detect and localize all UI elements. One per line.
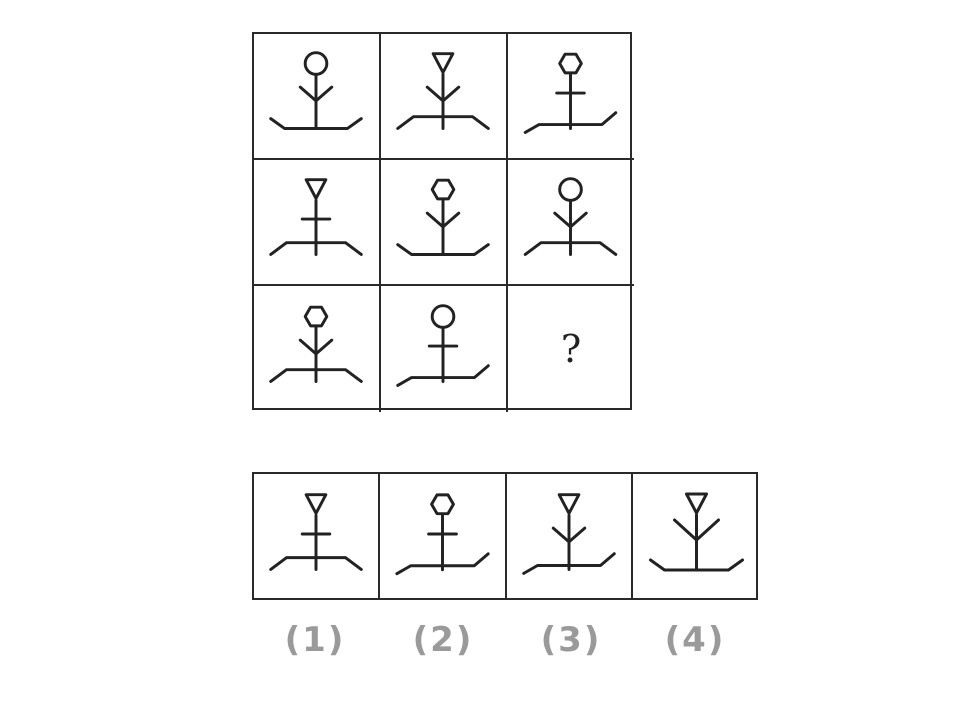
stick-figure bbox=[396, 178, 490, 256]
ramp-base bbox=[523, 111, 618, 134]
bowl-base bbox=[396, 243, 490, 256]
stick-figure bbox=[269, 493, 363, 571]
option-label-3: (3) bbox=[540, 620, 602, 660]
grid-cell-8 bbox=[381, 286, 508, 412]
stick-figure bbox=[269, 178, 363, 256]
hexagon-head bbox=[430, 493, 455, 516]
grid-cell-9-missing: ? bbox=[508, 286, 634, 412]
y-arms bbox=[673, 518, 720, 542]
option-labels: (1) (2) (3) (4) bbox=[252, 620, 758, 670]
v-arms bbox=[551, 526, 587, 544]
option-label-1: (1) bbox=[284, 620, 346, 660]
grid-cell-4 bbox=[254, 160, 381, 286]
v-arms bbox=[425, 85, 461, 103]
grid-cell-7 bbox=[254, 286, 381, 412]
stick-figure bbox=[269, 305, 363, 383]
hat-base bbox=[396, 115, 490, 130]
stick-figure bbox=[395, 493, 490, 576]
hexagon-head bbox=[303, 305, 329, 328]
option-2[interactable] bbox=[380, 474, 507, 598]
grid-cell-1 bbox=[254, 34, 381, 160]
grid-cell-5 bbox=[381, 160, 508, 286]
ramp-base bbox=[396, 364, 490, 387]
hat-base bbox=[523, 241, 618, 256]
triangle-head bbox=[431, 52, 455, 74]
stick-figure bbox=[522, 493, 616, 575]
grid-cell-6 bbox=[508, 160, 634, 286]
stick-figure bbox=[649, 492, 744, 572]
option-label-4: (4) bbox=[664, 620, 726, 660]
option-3[interactable] bbox=[507, 474, 633, 598]
stick-figure bbox=[396, 52, 490, 130]
option-label-2: (2) bbox=[412, 620, 474, 660]
stick-figure bbox=[523, 52, 618, 134]
stick-figure bbox=[269, 51, 363, 130]
bowl-base bbox=[269, 117, 363, 130]
ramp-base bbox=[522, 552, 616, 575]
stick-figure bbox=[523, 177, 618, 256]
stick-figure bbox=[396, 304, 490, 387]
option-4[interactable] bbox=[633, 474, 760, 598]
v-arms bbox=[425, 211, 461, 229]
answer-options bbox=[252, 472, 758, 600]
v-arms bbox=[298, 338, 334, 356]
grid-cell-2 bbox=[381, 34, 508, 160]
hat-base bbox=[269, 556, 363, 571]
grid-cell-3 bbox=[508, 34, 634, 160]
ramp-base bbox=[395, 552, 490, 576]
v-arms bbox=[298, 85, 334, 103]
question-mark: ? bbox=[560, 327, 582, 371]
puzzle-grid: ? bbox=[252, 32, 634, 412]
circle-head bbox=[430, 304, 456, 329]
triangle-head bbox=[304, 493, 328, 515]
hexagon-head bbox=[430, 178, 456, 201]
v-arms bbox=[553, 211, 588, 229]
hexagon-head bbox=[558, 52, 583, 75]
hat-base bbox=[269, 241, 363, 256]
triangle-head bbox=[685, 492, 708, 515]
bowl-base bbox=[649, 558, 744, 572]
option-1[interactable] bbox=[254, 474, 380, 598]
hat-base bbox=[269, 368, 363, 383]
triangle-head bbox=[304, 178, 328, 200]
triangle-head bbox=[557, 493, 581, 515]
circle-head bbox=[558, 177, 583, 202]
circle-head bbox=[303, 51, 329, 76]
